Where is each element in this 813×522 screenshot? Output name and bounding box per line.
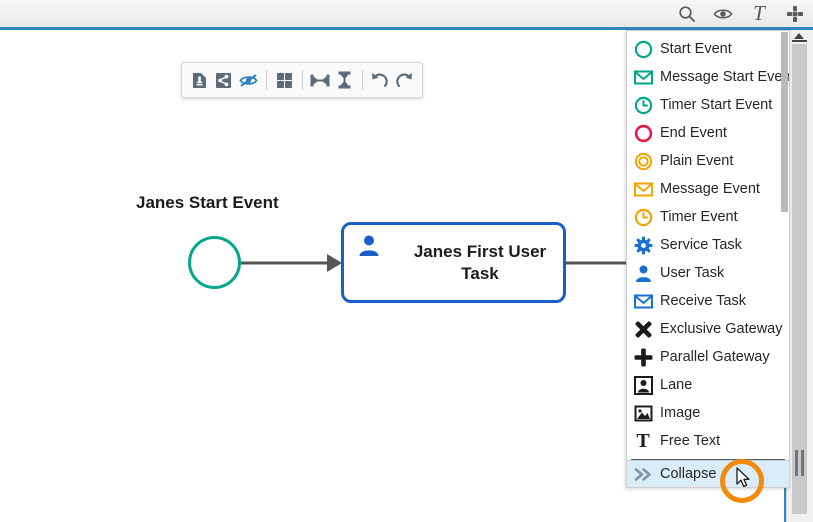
- palette-item-receive-task[interactable]: Receive Task: [627, 287, 789, 315]
- align-horizontal-icon[interactable]: [308, 67, 331, 93]
- user-icon: [633, 263, 653, 283]
- palette-item-timer-event[interactable]: Timer Event: [627, 203, 789, 231]
- palette-item-label: End Event: [660, 125, 727, 141]
- image-icon: [633, 403, 653, 423]
- panel-resize-handle[interactable]: [795, 450, 804, 476]
- palette-item-start-event[interactable]: Start Event: [627, 35, 789, 63]
- palette-scrollbar[interactable]: [781, 32, 788, 488]
- grid-icon[interactable]: [273, 67, 296, 93]
- palette-divider: [631, 459, 785, 460]
- palette-item-free-text[interactable]: T Free Text: [627, 427, 789, 455]
- palette-item-label: Exclusive Gateway: [660, 321, 783, 337]
- palette-item-label: Free Text: [660, 433, 721, 449]
- palette-item-message-start-event[interactable]: Message Start Event: [627, 63, 789, 91]
- palette-item-label: Plain Event: [660, 153, 734, 169]
- palette-item-parallel-gateway[interactable]: Parallel Gateway: [627, 343, 789, 371]
- diagram-connectors: [241, 254, 626, 272]
- circle-icon: [633, 123, 653, 143]
- palette-item-timer-start-event[interactable]: Timer Start Event: [627, 91, 789, 119]
- palette-item-end-event[interactable]: End Event: [627, 119, 789, 147]
- free-text-icon: T: [636, 430, 650, 452]
- mouse-cursor: [736, 467, 752, 494]
- palette-item-label: Receive Task: [660, 293, 746, 309]
- start-event-node[interactable]: [188, 236, 241, 289]
- palette-item-label: Timer Start Event: [660, 97, 773, 113]
- scroll-up-base: [792, 40, 807, 42]
- palette-scrollbar-thumb[interactable]: [781, 32, 788, 212]
- cursor-highlight-ring: [720, 459, 764, 503]
- x-cross-icon: [633, 319, 653, 339]
- palette-item-message-event[interactable]: Message Event: [627, 175, 789, 203]
- palette-item-label: Message Start Event: [660, 69, 789, 85]
- palette-item-label: Service Task: [660, 237, 742, 253]
- palette-item-label: Message Event: [660, 181, 760, 197]
- envelope-icon: [633, 291, 653, 311]
- double-circle-icon: [633, 151, 653, 171]
- palette-item-label: Image: [660, 405, 701, 421]
- align-vertical-icon[interactable]: [333, 67, 356, 93]
- element-palette: Start Event Message Start Event Timer St…: [626, 30, 790, 488]
- palette-item-list: Start Event Message Start Event Timer St…: [627, 31, 789, 487]
- app-header: T: [0, 0, 813, 30]
- palette-collapse-button[interactable]: Collapse: [627, 460, 789, 487]
- toolbar-divider: [361, 70, 363, 90]
- bpmn-diagram: Janes Start Event Janes First User Task: [0, 30, 786, 522]
- scroll-up-arrow[interactable]: [794, 33, 804, 39]
- palette-item-label: User Task: [660, 265, 725, 281]
- palette-item-label: Lane: [660, 377, 693, 393]
- gear-icon: [633, 235, 653, 255]
- move-icon[interactable]: [785, 4, 805, 24]
- user-task-label: Janes First User Task: [413, 242, 547, 283]
- vertical-scrollbar[interactable]: [786, 30, 813, 522]
- clock-icon: [633, 95, 653, 115]
- toolbar-divider: [301, 70, 303, 90]
- text-icon[interactable]: T: [753, 1, 765, 25]
- palette-collapse-label: Collapse: [660, 466, 717, 482]
- header-icon-group: T: [677, 0, 805, 27]
- hide-eye-icon[interactable]: [237, 67, 260, 93]
- palette-item-lane[interactable]: Lane: [627, 371, 789, 399]
- redo-icon[interactable]: [393, 67, 416, 93]
- palette-item-label: Parallel Gateway: [660, 349, 770, 365]
- circle-icon: [633, 39, 653, 59]
- palette-item-service-task[interactable]: Service Task: [627, 231, 789, 259]
- palette-item-label: Start Event: [660, 41, 732, 57]
- share-icon[interactable]: [213, 67, 236, 93]
- palette-item-image[interactable]: Image: [627, 399, 789, 427]
- scrollbar-track[interactable]: [792, 44, 807, 514]
- element-toolbar: [181, 62, 423, 98]
- toolbar-divider: [265, 70, 267, 90]
- search-icon[interactable]: [677, 4, 697, 24]
- save-icon[interactable]: [188, 67, 211, 93]
- clock-icon: [633, 207, 653, 227]
- lane-icon: [633, 375, 653, 395]
- double-chevron-right-icon: [633, 464, 653, 484]
- envelope-icon: [633, 179, 653, 199]
- eye-icon[interactable]: [713, 4, 733, 24]
- palette-item-label: Timer Event: [660, 209, 738, 225]
- undo-icon[interactable]: [369, 67, 392, 93]
- envelope-icon: [633, 67, 653, 87]
- palette-item-plain-event[interactable]: Plain Event: [627, 147, 789, 175]
- plus-cross-icon: [633, 347, 653, 367]
- palette-item-exclusive-gateway[interactable]: Exclusive Gateway: [627, 315, 789, 343]
- palette-item-user-task[interactable]: User Task: [627, 259, 789, 287]
- user-icon: [356, 233, 382, 264]
- start-event-label: Janes Start Event: [136, 193, 279, 212]
- user-task-node[interactable]: Janes First User Task: [341, 222, 566, 303]
